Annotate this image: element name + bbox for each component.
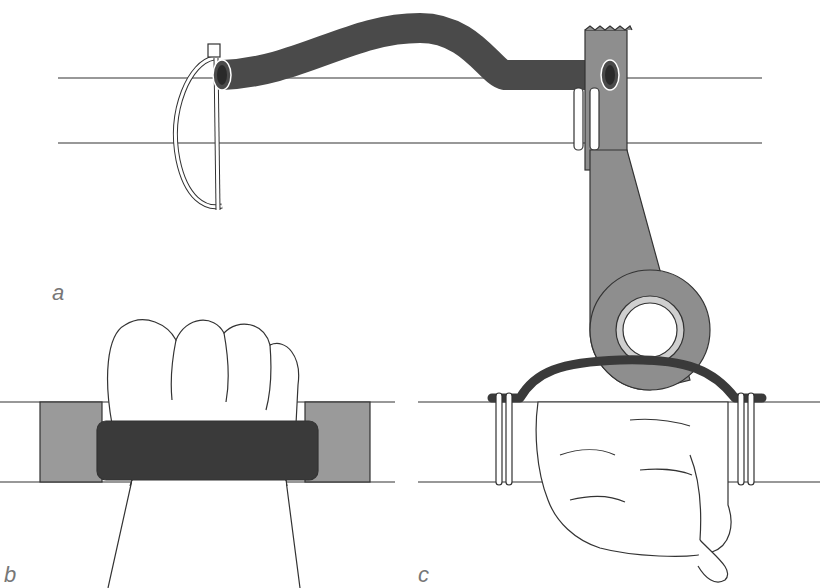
panel-letter: c <box>418 564 429 586</box>
cable-tie-head <box>208 44 220 57</box>
wrist <box>108 480 300 588</box>
tape-strip <box>585 30 627 170</box>
zip-tie <box>738 393 744 485</box>
panel-letter: b <box>4 564 16 586</box>
bar-gap <box>132 481 286 484</box>
wrist <box>130 480 287 486</box>
tape-roll-core <box>616 296 684 364</box>
panel-c <box>418 360 820 582</box>
tape-roll-hole <box>623 303 677 357</box>
panel-letter: a <box>52 282 64 304</box>
tape-roll <box>590 270 710 390</box>
bar-edge <box>58 77 762 78</box>
hose-end <box>213 60 231 90</box>
hose-end <box>601 60 619 90</box>
tape-wrap <box>574 88 583 150</box>
fist <box>536 402 731 556</box>
fist <box>108 320 299 424</box>
hose <box>222 28 610 75</box>
finger-line <box>171 333 271 410</box>
tape-wrap <box>590 88 599 150</box>
hose-end <box>217 65 227 85</box>
thumb <box>698 540 728 582</box>
zip-tie <box>506 393 512 485</box>
zip-tie <box>748 393 754 485</box>
foam-grip <box>97 421 318 480</box>
hose-handle <box>492 360 762 398</box>
panel-b <box>0 320 395 588</box>
finger-line <box>560 419 701 540</box>
bar-edge <box>58 142 762 143</box>
tape-band <box>40 402 102 482</box>
hose-end <box>605 65 615 85</box>
zip-tie <box>496 393 502 485</box>
tape-torn-edge <box>585 26 632 30</box>
